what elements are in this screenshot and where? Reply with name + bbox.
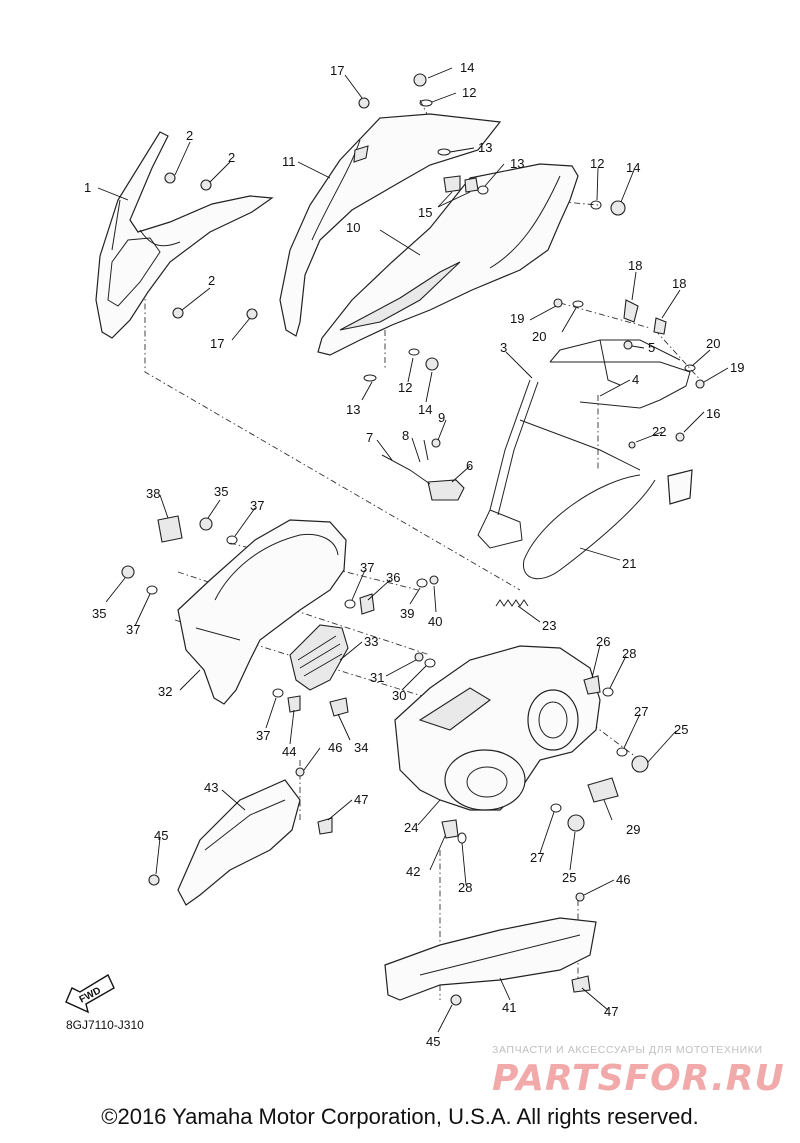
callout-18: 18 [672, 276, 686, 291]
watermark-tagline: ЗАПЧАСТИ И АКСЕССУАРЫ ДЛЯ МОТОТЕХНИКИ [492, 1044, 763, 1056]
callout-5: 5 [648, 340, 655, 355]
part-16-bracket [667, 469, 693, 505]
callout-35: 35 [92, 606, 106, 621]
callout-20: 20 [706, 336, 720, 351]
part-24-fan-cover [394, 645, 601, 811]
part-1-front-cowl [95, 131, 274, 339]
callout-45: 45 [154, 828, 168, 843]
callout-35: 35 [214, 484, 228, 499]
callout-44: 44 [282, 744, 296, 759]
callout-45: 45 [426, 1034, 440, 1049]
callout-42: 42 [406, 864, 420, 879]
callout-37: 37 [360, 560, 374, 575]
part-29-pad [587, 777, 619, 803]
part-11-side-cover [279, 113, 502, 337]
callout-38: 38 [146, 486, 160, 501]
callout-12: 12 [590, 156, 604, 171]
callout-15: 15 [418, 205, 432, 220]
callout-37: 37 [256, 728, 270, 743]
callout-33: 33 [364, 634, 378, 649]
part-23-spring [495, 599, 529, 607]
callout-7: 7 [366, 430, 373, 445]
watermark-logo: PARTSFOR.RU [492, 1058, 785, 1099]
fasteners [121, 73, 705, 1006]
callout-13: 13 [478, 140, 492, 155]
callout-46: 46 [328, 740, 342, 755]
part-10-side-cover [317, 163, 579, 356]
callout-17: 17 [330, 63, 344, 78]
callout-37: 37 [126, 622, 140, 637]
callout-25: 25 [674, 722, 688, 737]
callout-6: 6 [466, 458, 473, 473]
part-43-under-cover [177, 779, 301, 906]
callout-8: 8 [402, 428, 409, 443]
fwd-label: FWD [78, 985, 103, 1005]
callout-37: 37 [250, 498, 264, 513]
callout-36: 36 [386, 570, 400, 585]
callout-9: 9 [438, 410, 445, 425]
callout-31: 31 [370, 670, 384, 685]
callout-27: 27 [634, 704, 648, 719]
callout-28: 28 [458, 880, 472, 895]
callout-11: 11 [282, 154, 296, 169]
callout-39: 39 [400, 606, 414, 621]
part-41-under-cover [384, 917, 597, 1001]
callout-28: 28 [622, 646, 636, 661]
callout-40: 40 [428, 614, 442, 629]
diagram-code: 8GJ7110-J310 [66, 1018, 144, 1032]
callout-2: 2 [228, 150, 235, 165]
callout-47: 47 [354, 792, 368, 807]
callout-3: 3 [500, 340, 507, 355]
callout-29: 29 [626, 822, 640, 837]
callout-14: 14 [626, 160, 640, 175]
callout-24: 24 [404, 820, 418, 835]
callout-21: 21 [622, 556, 636, 571]
callout-20: 20 [532, 329, 546, 344]
callout-46: 46 [616, 872, 630, 887]
callout-10: 10 [346, 220, 360, 235]
part-21-band [523, 474, 656, 580]
callout-12: 12 [462, 85, 476, 100]
callout-25: 25 [562, 870, 576, 885]
callout-34: 34 [354, 740, 368, 755]
callout-43: 43 [204, 780, 218, 795]
callout-13: 13 [510, 156, 524, 171]
callout-30: 30 [392, 688, 406, 703]
leader-lines [97, 67, 729, 1033]
callout-4: 4 [632, 372, 639, 387]
callout-19: 19 [510, 311, 524, 326]
callout-47: 47 [604, 1004, 618, 1019]
callout-27: 27 [530, 850, 544, 865]
callout-22: 22 [652, 424, 666, 439]
part-33-grate [289, 624, 349, 691]
copyright-notice: ©2016 Yamaha Motor Corporation, U.S.A. A… [101, 1104, 699, 1129]
part-6-7-bracket [381, 439, 465, 501]
callout-19: 19 [730, 360, 744, 375]
callout-18: 18 [628, 258, 642, 273]
callout-13: 13 [346, 402, 360, 417]
callout-14: 14 [460, 60, 474, 75]
callout-1: 1 [84, 180, 91, 195]
callout-23: 23 [542, 618, 556, 633]
callout-32: 32 [158, 684, 172, 699]
part-32-leg-shield [177, 519, 347, 705]
callout-17: 17 [210, 336, 224, 351]
callout-labels: 1 2 2 2 11 17 17 14 12 13 13 15 12 14 10… [84, 60, 744, 1049]
callout-12: 12 [398, 380, 412, 395]
part-3-4-frame [477, 339, 691, 549]
callout-26: 26 [596, 634, 610, 649]
callout-2: 2 [208, 273, 215, 288]
fwd-arrow-icon: FWD [65, 973, 115, 1014]
callout-16: 16 [706, 406, 720, 421]
callout-2: 2 [186, 128, 193, 143]
callout-41: 41 [502, 1000, 516, 1015]
callout-14: 14 [418, 402, 432, 417]
